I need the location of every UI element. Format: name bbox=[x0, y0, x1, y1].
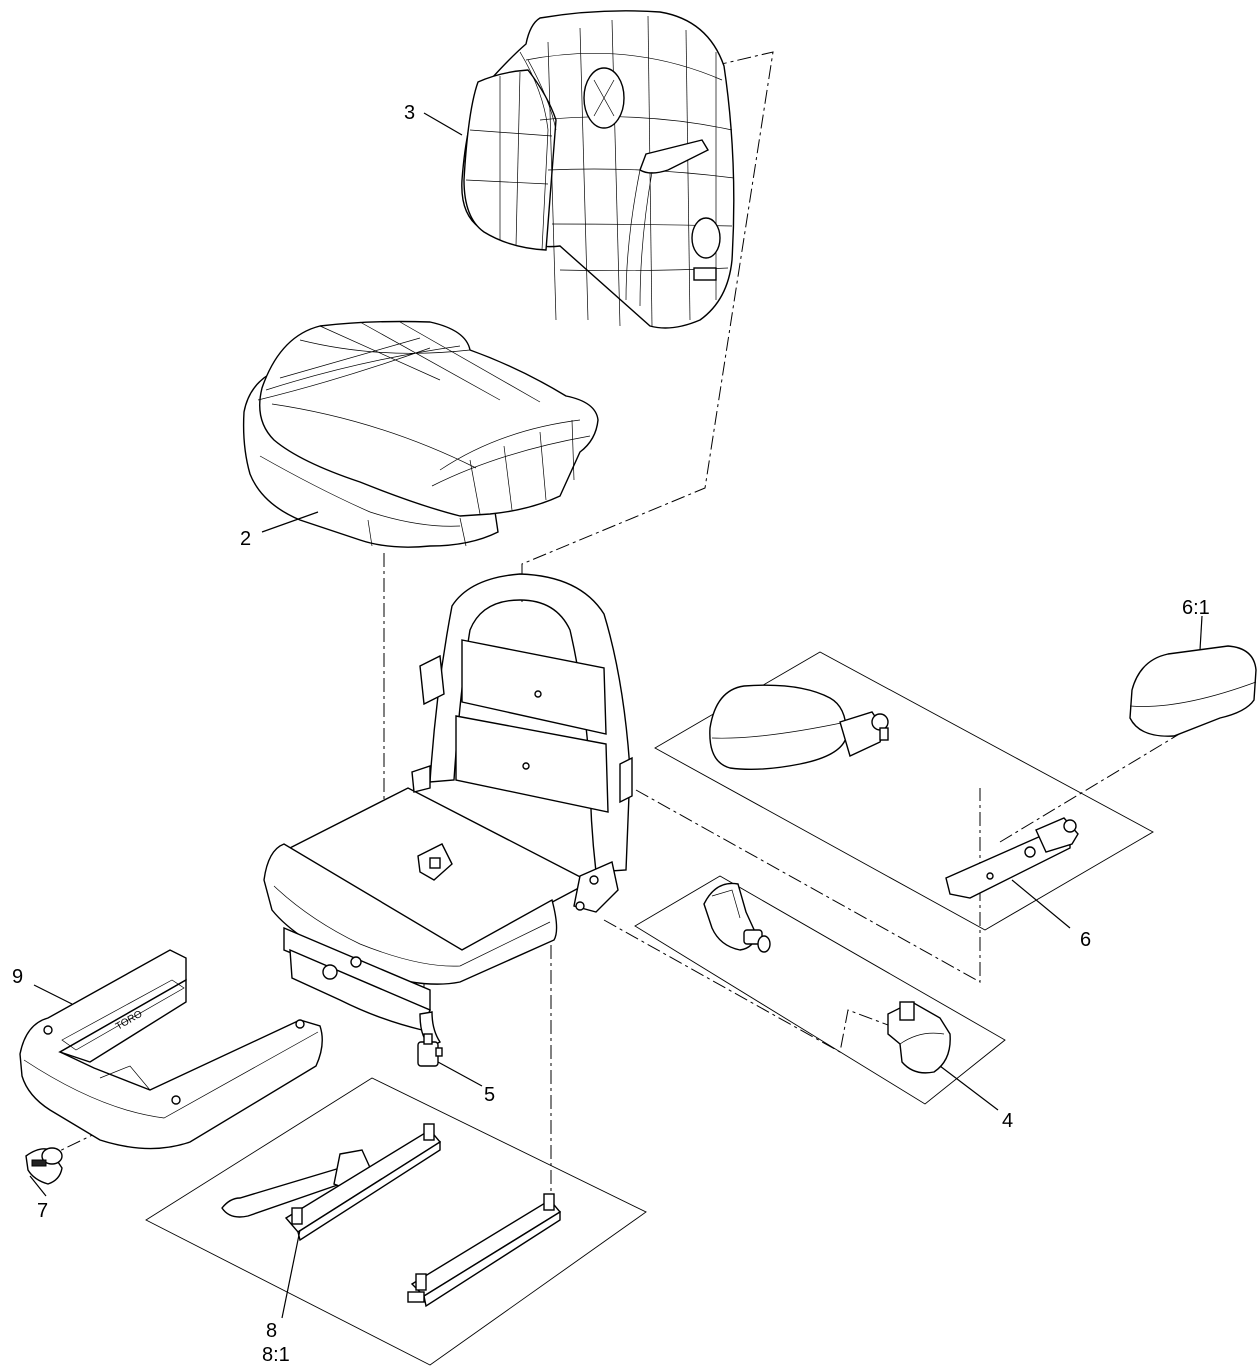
callout-6: 6 bbox=[1080, 929, 1091, 951]
callout-5: 5 bbox=[484, 1084, 495, 1106]
callouts: 3 2 6:1 6 4 5 9 7 8 8:1 bbox=[12, 102, 1210, 1366]
armrest-pad bbox=[1129, 645, 1257, 737]
seatbelt-kit-tray bbox=[634, 875, 1006, 1105]
seat-switch bbox=[417, 1033, 443, 1067]
seat-cushion bbox=[242, 320, 599, 548]
backrest-cushion bbox=[461, 10, 735, 329]
seatbelt-retractor bbox=[703, 882, 771, 953]
callout-2: 2 bbox=[240, 528, 251, 550]
armrest-kit-tray bbox=[654, 651, 1154, 931]
seat-frame bbox=[263, 573, 633, 1047]
callout-4: 4 bbox=[1002, 1110, 1013, 1132]
armrest-assembly bbox=[709, 684, 1079, 899]
callout-7: 7 bbox=[37, 1200, 48, 1222]
callout-9: 9 bbox=[12, 966, 23, 988]
callout-3: 3 bbox=[404, 102, 415, 124]
adjust-knob bbox=[25, 1147, 63, 1185]
callout-8: 8 bbox=[266, 1320, 277, 1342]
slide-rails bbox=[221, 1123, 562, 1308]
slide-rail-kit-tray bbox=[145, 1077, 647, 1366]
leader-lines bbox=[29, 112, 1203, 1319]
callout-6-1: 6:1 bbox=[1182, 597, 1210, 619]
callout-8-1: 8:1 bbox=[262, 1344, 290, 1366]
base-cover: TORO bbox=[19, 949, 323, 1150]
seatbelt-buckle bbox=[887, 1001, 951, 1074]
